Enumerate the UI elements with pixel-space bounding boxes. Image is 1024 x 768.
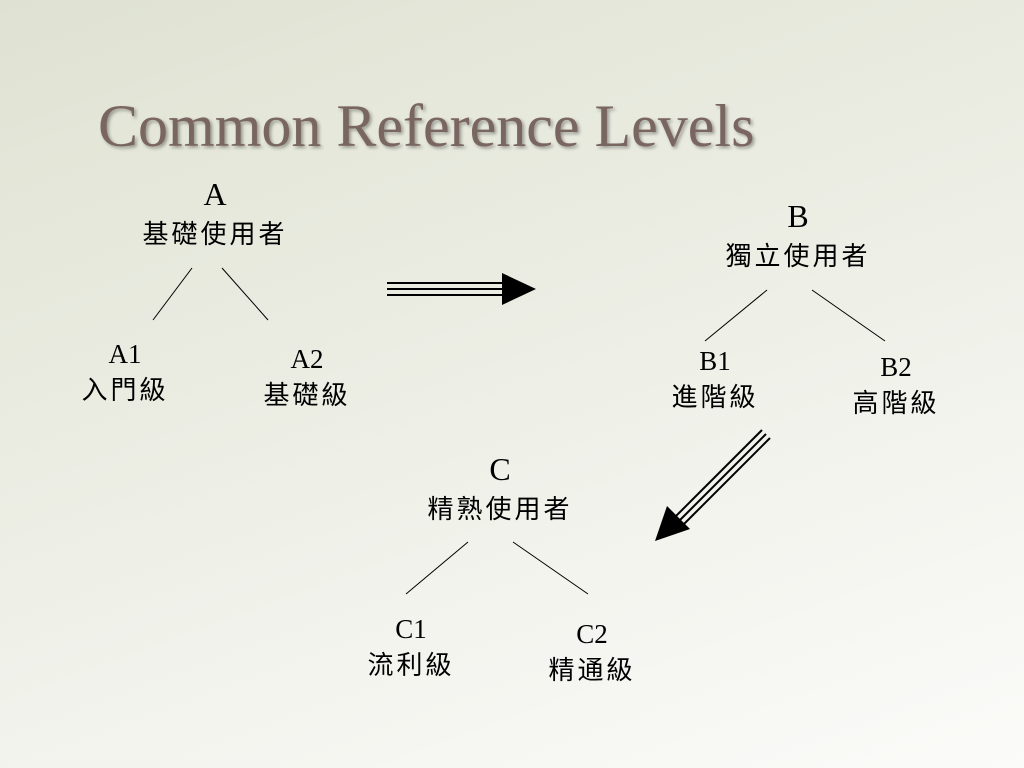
level-b1-code: B1 xyxy=(699,346,731,376)
level-b2-node: B2 高階級 xyxy=(841,352,951,419)
level-a1-node: A1 入門級 xyxy=(70,339,180,406)
level-c1-node: C1 流利級 xyxy=(356,614,466,681)
level-a1-code: A1 xyxy=(108,339,142,369)
branch-c-c1 xyxy=(405,541,469,595)
level-c1-name: 流利級 xyxy=(367,651,455,681)
level-a2-node: A2 基礎級 xyxy=(252,344,362,411)
level-a2-code: A2 xyxy=(290,344,324,374)
branch-c-c2 xyxy=(512,541,589,595)
branch-a-a1 xyxy=(152,267,193,321)
level-b1-name: 進階級 xyxy=(671,383,759,413)
level-b-name: 獨立使用者 xyxy=(725,242,871,272)
level-c-node: C 精熟使用者 xyxy=(410,453,590,523)
level-b1-node: B1 進階級 xyxy=(660,346,770,413)
branch-b-b2 xyxy=(811,289,886,342)
branch-a-a2 xyxy=(221,267,269,321)
page-title: Common Reference Levels xyxy=(98,93,755,159)
level-c2-node: C2 精通級 xyxy=(537,619,647,686)
level-c1-code: C1 xyxy=(395,614,427,644)
triple-line-arrow-down-left-icon xyxy=(655,429,771,541)
level-b2-name: 高階級 xyxy=(852,389,940,419)
level-a1-name: 入門級 xyxy=(81,376,169,406)
level-c-name: 精熟使用者 xyxy=(427,495,573,525)
level-a-name: 基礎使用者 xyxy=(142,220,288,250)
level-b2-code: B2 xyxy=(880,352,912,382)
level-c2-code: C2 xyxy=(576,619,608,649)
level-a2-name: 基礎級 xyxy=(263,381,351,411)
level-b-node: B 獨立使用者 xyxy=(708,200,888,270)
level-a-code: A xyxy=(203,176,227,212)
triple-line-arrow-right-icon xyxy=(387,273,536,305)
level-b-code: B xyxy=(787,198,809,234)
branch-b-b1 xyxy=(704,289,768,342)
level-c-code: C xyxy=(489,451,511,487)
level-a-node: A 基礎使用者 xyxy=(125,178,305,248)
level-c2-name: 精通級 xyxy=(548,656,636,686)
